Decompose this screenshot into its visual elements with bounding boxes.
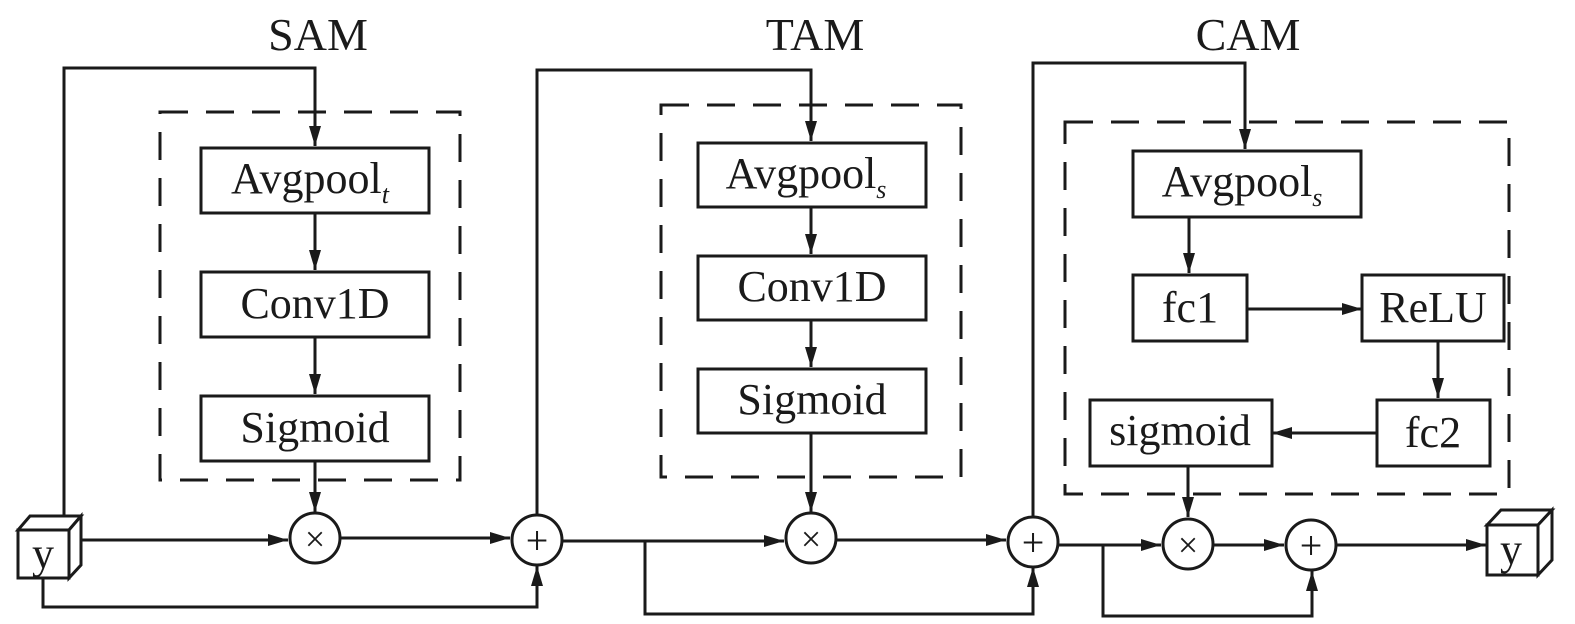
cam-relu-label: ReLU <box>1379 283 1487 332</box>
sam-dashed-boundary <box>158 110 462 482</box>
cam-fc1-label: fc1 <box>1162 283 1218 332</box>
multiply-symbol: × <box>305 519 325 559</box>
sam-input-connector <box>62 66 321 516</box>
add-symbol: + <box>526 518 549 563</box>
cam-avgpool-subscript: s <box>1312 183 1322 212</box>
output-tensor-cube-icon: y <box>1483 506 1556 579</box>
svg-text:Avgpools: Avgpools <box>726 149 887 204</box>
sam-avgpool-block: Avgpoolt <box>199 146 431 215</box>
cam-dashed-boundary <box>1063 120 1511 496</box>
add-symbol: + <box>1022 520 1045 565</box>
sam-conv1d-label: Conv1D <box>240 279 389 328</box>
cam-input-connector <box>1031 61 1251 517</box>
sam-avgpool-subscript: t <box>382 180 390 209</box>
svg-text:Avgpoolt: Avgpoolt <box>231 154 390 209</box>
cam-fc2-block: fc2 <box>1375 398 1492 468</box>
cam-avgpool-label: Avgpool <box>1162 157 1313 206</box>
add-symbol: + <box>1300 523 1323 568</box>
cam-title: CAM <box>1196 9 1301 60</box>
cam-multiply-operator: × <box>1161 517 1215 571</box>
sam-multiply-operator: × <box>288 511 342 565</box>
tam-sigmoid-label: Sigmoid <box>737 375 886 424</box>
tam-title: TAM <box>766 9 865 60</box>
tam-avgpool-label: Avgpool <box>726 149 877 198</box>
tam-conv1d-block: Conv1D <box>696 254 928 322</box>
cam-relu-block: ReLU <box>1360 273 1506 343</box>
multiply-symbol: × <box>1178 525 1198 565</box>
sam-sigmoid-label: Sigmoid <box>240 403 389 452</box>
input-label: y <box>32 529 54 578</box>
cam-module: Avgpools fc1 ReLU fc2 sigmoid <box>1031 61 1511 517</box>
tam-residual-connector <box>643 541 1039 616</box>
svg-text:Avgpools: Avgpools <box>1162 157 1323 212</box>
sam-title: SAM <box>268 9 368 60</box>
tam-conv1d-label: Conv1D <box>737 262 886 311</box>
sam-residual-connector <box>41 566 543 609</box>
cam-fc2-label: fc2 <box>1405 408 1461 457</box>
sam-avgpool-label: Avgpool <box>231 154 382 203</box>
tam-add-operator: + <box>1006 515 1060 569</box>
sam-add-operator: + <box>510 513 564 567</box>
tam-avgpool-subscript: s <box>876 175 886 204</box>
cam-add-operator: + <box>1284 518 1338 572</box>
output-label: y <box>1500 525 1522 574</box>
cam-fc1-block: fc1 <box>1131 273 1249 343</box>
sam-conv1d-block: Conv1D <box>199 270 431 339</box>
tam-multiply-operator: × <box>784 511 838 565</box>
tam-avgpool-block: Avgpools <box>696 141 928 209</box>
sam-sigmoid-block: Sigmoid <box>199 394 431 463</box>
cam-avgpool-block: Avgpools <box>1131 149 1363 219</box>
tam-sigmoid-block: Sigmoid <box>696 367 928 435</box>
cam-sigmoid-block: sigmoid <box>1088 398 1274 468</box>
cam-sigmoid-label: sigmoid <box>1109 406 1251 455</box>
tam-input-connector <box>535 68 817 515</box>
input-tensor-cube-icon: y <box>14 511 85 582</box>
tam-module: Avgpools Conv1D Sigmoid <box>535 68 963 515</box>
sam-module: Avgpoolt Conv1D Sigmoid <box>62 66 462 516</box>
multiply-symbol: × <box>801 519 821 559</box>
cam-residual-connector <box>1101 545 1318 618</box>
